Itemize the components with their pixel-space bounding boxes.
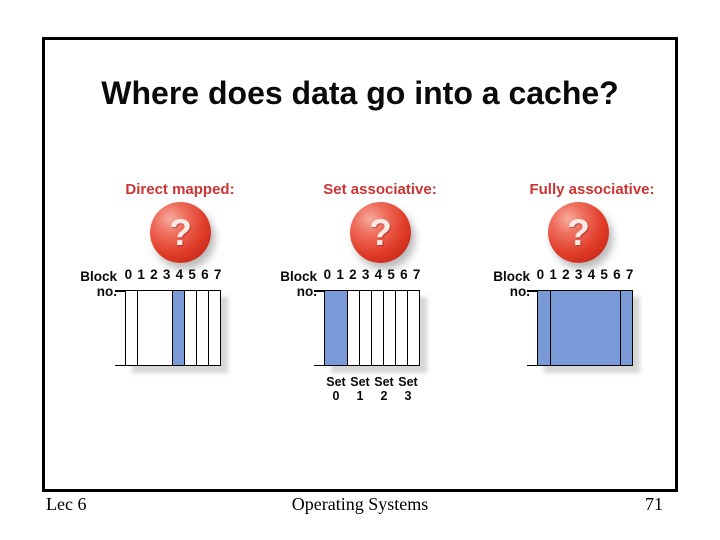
footer-course-title: Operating Systems [291,494,429,514]
block-number: 2 [562,267,570,282]
cache-cell [538,291,550,365]
block-number: 5 [600,267,608,282]
block-number: 6 [400,267,408,282]
block-number: 2 [150,267,158,282]
block-no-label-line1: Block [493,269,530,284]
cache-cell [407,291,419,365]
block-number: 1 [137,267,145,282]
set-associative-cache-box [314,290,420,366]
cache-cell [126,291,138,365]
block-no-label: Block no. [255,269,317,299]
block-number: 3 [162,267,171,282]
block-number: 0 [536,267,545,282]
block-no-label-line1: Block [280,269,317,284]
block-number: 4 [587,267,596,282]
cache-cell [183,291,196,365]
block-number: 6 [613,267,621,282]
block-number: 5 [387,267,395,282]
footer-lecture-number: Lec 6 [46,494,87,514]
block-no-label: Block no. [55,269,117,299]
block-number: 7 [213,267,222,282]
direct-mapped-cache-box [115,290,221,366]
cache-cell [336,291,347,365]
cache-cell [207,291,220,365]
question-mark-icon: ? [369,212,392,253]
set-associative-label: Set associative: [323,181,437,198]
set-number: 0 [332,389,340,403]
question-ball: ? [350,202,411,263]
fully-associative-label: Fully associative: [529,181,655,198]
question-ball: ? [548,202,609,263]
block-no-label-line2: no. [96,284,117,299]
cache-cell [359,291,371,365]
question-mark-icon: ? [169,212,192,253]
block-number: 0 [124,267,133,282]
cache-cell [347,291,359,365]
cache-cell [573,291,585,365]
block-number: 7 [412,267,421,282]
block-no-label-line2: no. [296,284,317,299]
cache-cell [325,291,336,365]
block-number: 4 [374,267,383,282]
block-number: 1 [336,267,344,282]
block-no-label: Block no. [468,269,530,299]
set-word: Set [374,375,394,389]
block-no-label-line2: no. [509,284,530,299]
set-number: 1 [356,389,364,403]
cache-cell [371,291,383,365]
cache-cell [596,291,608,365]
block-number: 5 [188,267,196,282]
cache-cell [562,291,574,365]
cache-cell [171,291,184,365]
cache-cell [149,291,161,365]
direct-mapped-label: Direct mapped: [125,181,235,198]
cache-cell [549,291,562,365]
block-no-label-line1: Block [80,269,117,284]
set-number: 3 [404,389,412,403]
cache-cell [619,291,632,365]
set-word: Set [350,375,370,389]
cache-cell [137,291,150,365]
cache-cell [195,291,208,365]
cache-cell [395,291,407,365]
block-number: 2 [349,267,357,282]
block-number: 6 [201,267,209,282]
fully-associative-cache-box [527,290,633,366]
block-number: 7 [625,267,634,282]
block-number: 3 [361,267,370,282]
slide-frame [42,37,678,492]
set-number: 2 [380,389,388,403]
cache-cell [585,291,597,365]
cache-cell [383,291,395,365]
question-mark-icon: ? [567,212,590,253]
block-number: 3 [574,267,583,282]
block-number: 1 [549,267,557,282]
set-word: Set [398,375,418,389]
slide-title: Where does data go into a cache? [101,75,619,111]
block-number: 4 [175,267,184,282]
cache-cell [608,291,620,365]
question-ball: ? [150,202,211,263]
cache-cell [160,291,172,365]
set-word: Set [326,375,346,389]
footer-page-number: 71 [645,494,663,514]
block-number: 0 [323,267,332,282]
